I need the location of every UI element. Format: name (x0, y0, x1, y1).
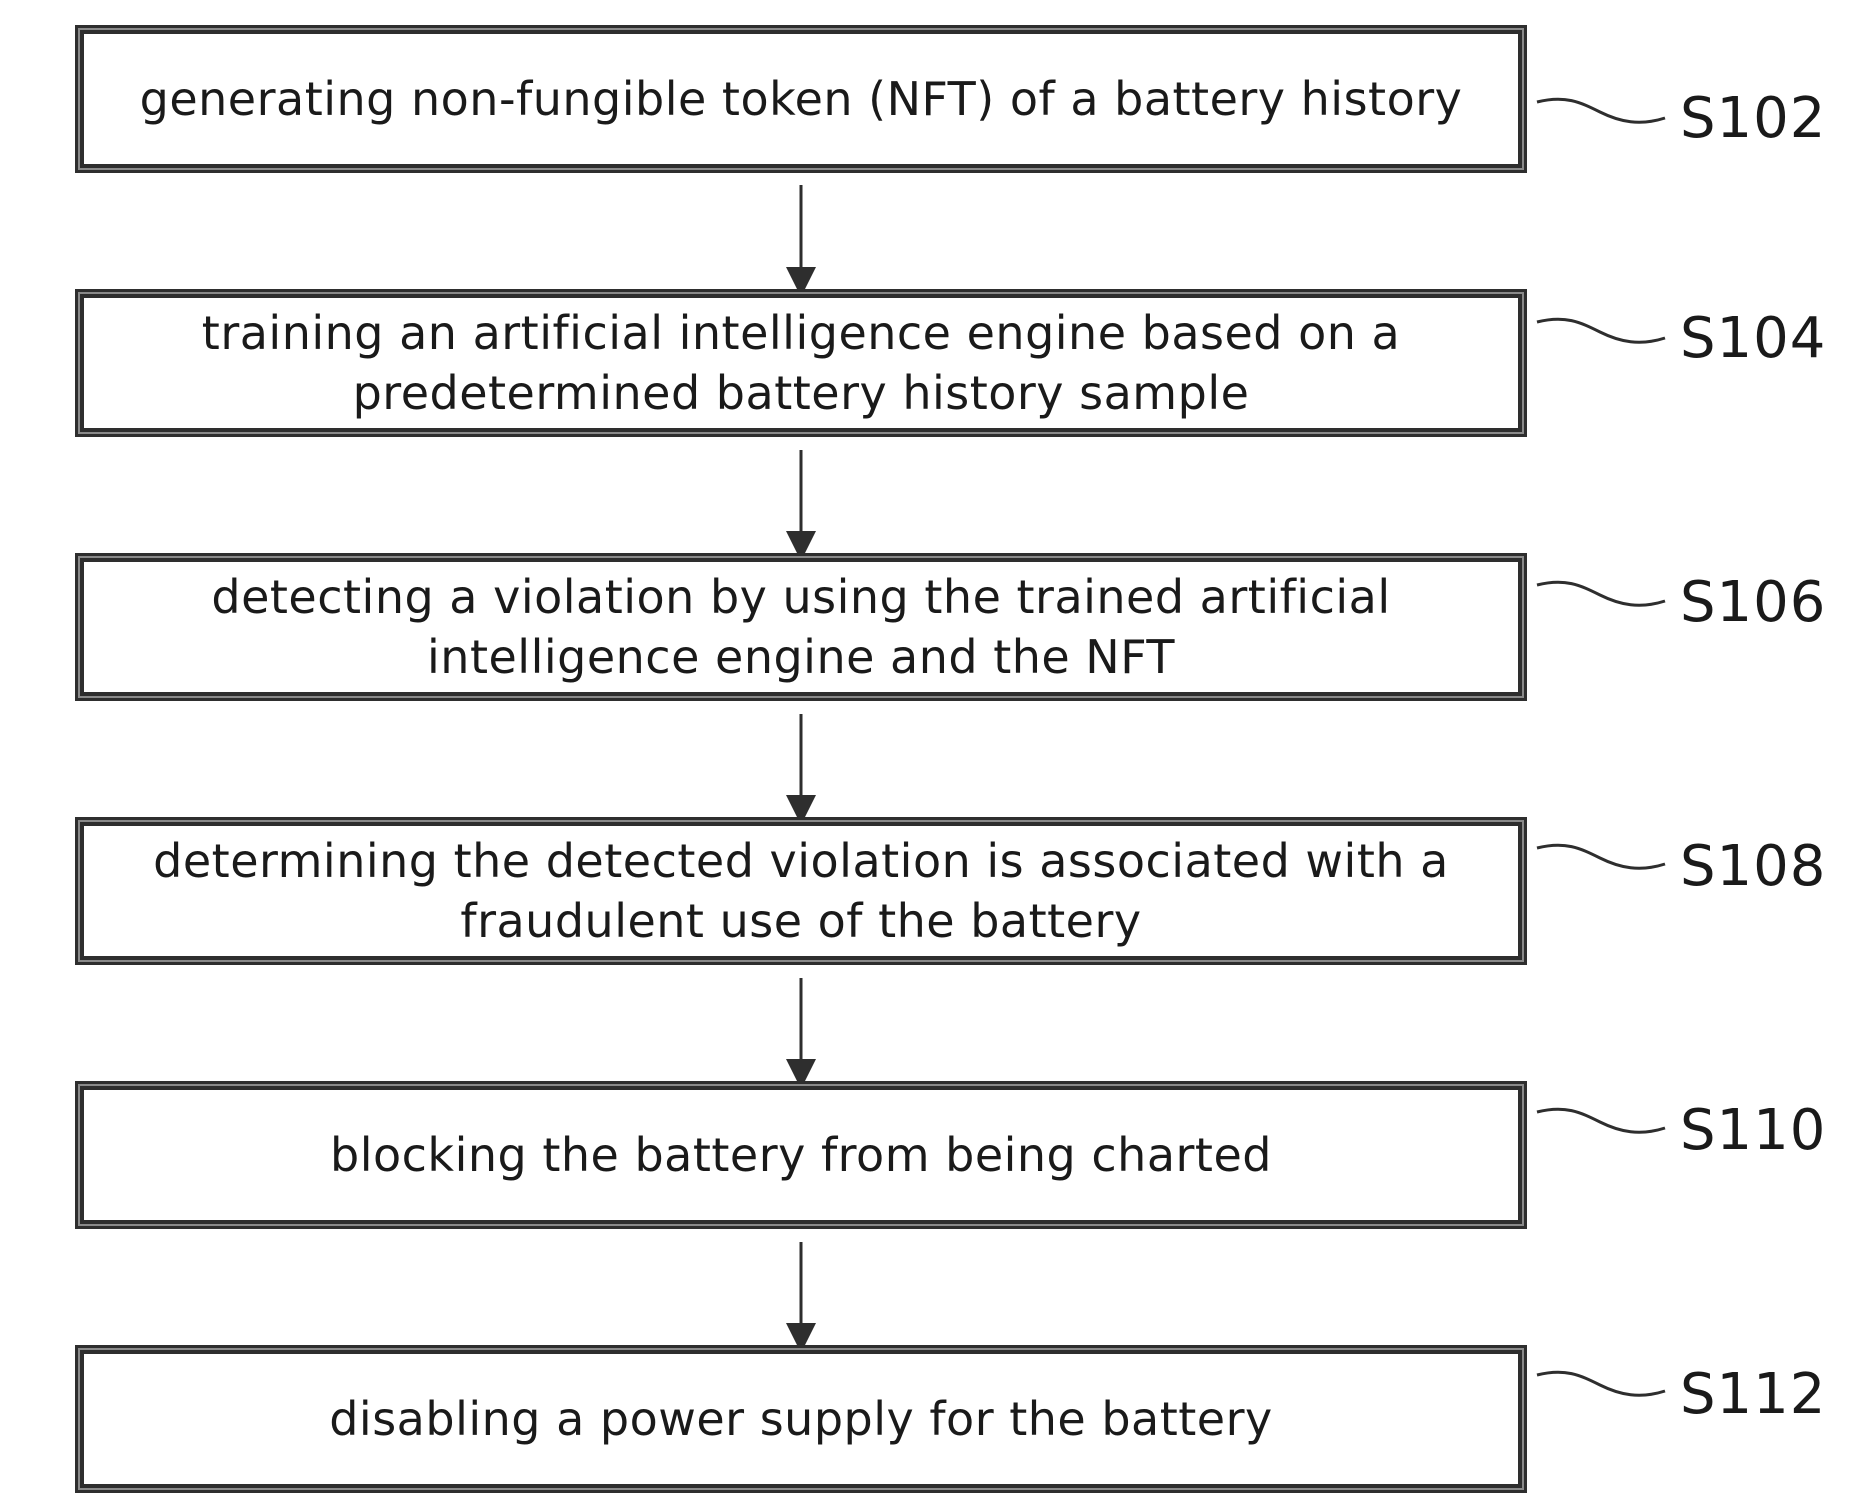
step-text-s112: disabling a power supply for the battery (289, 1389, 1313, 1449)
step-label-s108: S108 (1680, 834, 1826, 899)
leader-s102 (1537, 99, 1665, 122)
step-label-s106: S106 (1680, 570, 1826, 635)
step-text-s106: detecting a violation by using the train… (84, 567, 1518, 687)
step-text-s110: blocking the battery from being charted (290, 1125, 1312, 1185)
step-box-s102: generating non-fungible token (NFT) of a… (75, 25, 1527, 173)
step-box-s108: determining the detected violation is as… (75, 817, 1527, 965)
step-label-s104: S104 (1680, 306, 1826, 371)
step-box-s104: training an artificial intelligence engi… (75, 289, 1527, 437)
leader-s110 (1537, 1109, 1665, 1132)
leader-s108 (1537, 845, 1665, 868)
step-label-s112: S112 (1680, 1362, 1826, 1427)
step-box-s106: detecting a violation by using the train… (75, 553, 1527, 701)
leader-s106 (1537, 582, 1665, 605)
step-text-s104: training an artificial intelligence engi… (84, 303, 1518, 423)
step-text-s108: determining the detected violation is as… (84, 831, 1518, 951)
step-label-s102: S102 (1680, 86, 1826, 151)
leader-s104 (1537, 319, 1665, 342)
step-box-s110: blocking the battery from being charted (75, 1081, 1527, 1229)
step-box-s112: disabling a power supply for the battery (75, 1345, 1527, 1493)
leader-s112 (1537, 1372, 1665, 1395)
step-text-s102: generating non-fungible token (NFT) of a… (100, 69, 1503, 129)
step-label-s110: S110 (1680, 1098, 1826, 1163)
